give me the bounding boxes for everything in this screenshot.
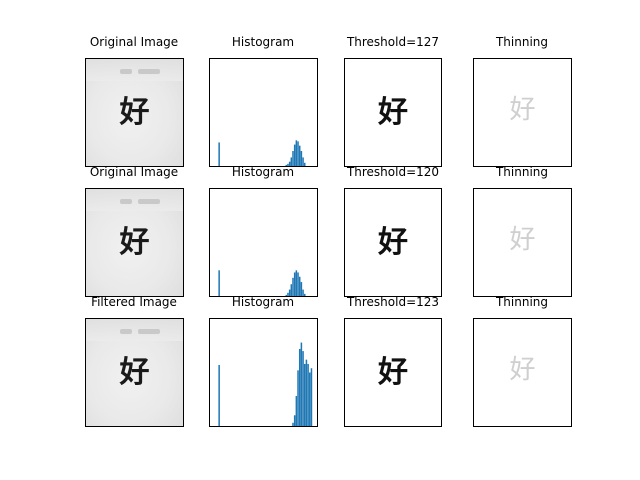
threshold-panel: 好: [344, 188, 442, 297]
histogram-bar: [300, 282, 303, 296]
panel-title: Filtered Image: [91, 295, 177, 309]
threshold-panel: 好: [344, 318, 442, 427]
histogram-bar: [300, 151, 303, 166]
histogram-bar: [290, 157, 293, 166]
histogram-bar: [303, 363, 306, 426]
panel-title: Threshold=120: [346, 165, 440, 179]
panel-title: Threshold=123: [346, 295, 440, 309]
histogram-bar: [218, 270, 220, 296]
histogram-bar: [293, 272, 296, 296]
thinning-panel: 好: [473, 188, 572, 297]
panel-title: Histogram: [231, 165, 295, 179]
histogram-bar: [288, 289, 291, 296]
histogram-bar: [295, 140, 298, 166]
histogram-bar: [307, 363, 309, 426]
image-background-mark: [120, 199, 132, 204]
histogram-bar: [218, 142, 220, 166]
histogram-bar: [288, 161, 291, 166]
character-glyph: 好: [509, 225, 536, 255]
character-glyph: 好: [119, 355, 150, 390]
histogram-bar: [302, 351, 304, 426]
histogram-plot: [218, 270, 306, 296]
character-glyph: 好: [378, 95, 408, 130]
histogram-bar: [310, 368, 313, 426]
panel-title: Thinning: [495, 165, 549, 179]
original-image-panel: 好: [85, 58, 184, 167]
histogram-bar: [297, 141, 299, 166]
histogram-bar: [285, 294, 288, 296]
histogram-bar: [297, 370, 299, 426]
image-background-mark: [120, 69, 132, 74]
histogram-bar: [292, 277, 294, 296]
histogram-bar: [298, 145, 301, 166]
image-background-mark: [138, 69, 160, 74]
histogram-panel: [209, 188, 318, 297]
histogram-bar: [300, 342, 303, 426]
panel-title: Original Image: [89, 35, 179, 49]
character-glyph: 好: [509, 95, 536, 125]
panel-title: Threshold=127: [346, 35, 440, 49]
character-glyph: 好: [509, 355, 536, 385]
histogram-bar: [287, 292, 289, 296]
character-glyph: 好: [119, 95, 150, 130]
histogram-bar: [292, 422, 294, 426]
character-glyph: 好: [119, 225, 150, 260]
panel-title: Thinning: [495, 295, 549, 309]
image-background-strip: [86, 319, 183, 341]
histogram-bar: [298, 348, 301, 426]
panel-title: Histogram: [231, 295, 295, 309]
panel-title: Thinning: [495, 35, 549, 49]
histogram-bar: [297, 272, 299, 296]
image-background-strip: [86, 59, 183, 81]
histogram-bar: [298, 276, 301, 296]
histogram-bar: [293, 144, 296, 166]
histogram-bar: [285, 164, 288, 166]
histogram-bar: [302, 157, 304, 166]
threshold-panel: 好: [344, 58, 442, 167]
image-background-strip: [86, 189, 183, 211]
histogram-bar: [305, 359, 308, 426]
histogram-bar: [218, 365, 220, 426]
image-background-mark: [120, 329, 132, 334]
histogram-bar: [293, 415, 296, 426]
image-background-mark: [138, 329, 160, 334]
histogram-panel: [209, 318, 318, 427]
histogram-plot: [218, 140, 306, 166]
panel-title: Original Image: [89, 165, 179, 179]
filtered-image-panel: 好: [85, 318, 184, 427]
histogram-bar: [287, 163, 289, 166]
original-image-panel: 好: [85, 188, 184, 297]
character-glyph: 好: [378, 225, 408, 260]
histogram-bar: [290, 284, 293, 296]
image-background-mark: [138, 199, 160, 204]
thinning-panel: 好: [473, 58, 572, 167]
histogram-bar: [292, 151, 294, 166]
histogram-plot: [218, 342, 313, 426]
histogram-bar: [303, 162, 306, 166]
character-glyph: 好: [378, 355, 408, 390]
histogram-panel: [209, 58, 318, 167]
histogram-bar: [303, 293, 306, 296]
histogram-bar: [295, 396, 298, 426]
histogram-bar: [309, 372, 311, 426]
histogram-bar: [295, 270, 298, 296]
histogram-bar: [302, 289, 304, 296]
panel-title: Histogram: [231, 35, 295, 49]
thinning-panel: 好: [473, 318, 572, 427]
